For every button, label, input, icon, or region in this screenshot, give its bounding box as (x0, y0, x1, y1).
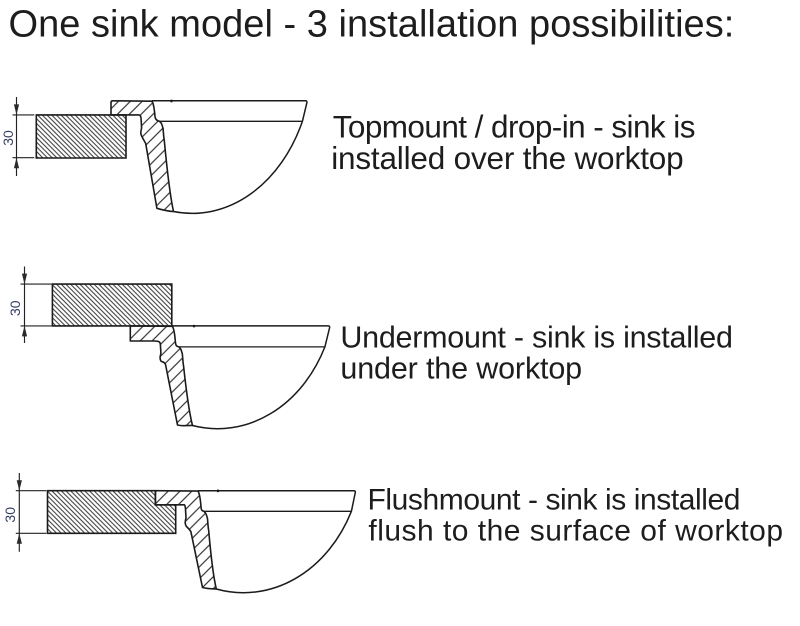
svg-text:30: 30 (0, 130, 16, 146)
svg-text:under the worktop: under the worktop (340, 351, 582, 385)
svg-text:Undermount - sink is installed: Undermount - sink is installed (340, 320, 732, 354)
svg-text:30: 30 (7, 300, 23, 316)
svg-text:installed over the worktop: installed over the worktop (331, 140, 683, 176)
svg-text:One sink model - 3 installatio: One sink model - 3 installation possibil… (9, 4, 735, 46)
svg-text:flush to the surface of workto: flush to the surface of worktop (368, 514, 783, 547)
svg-text:Topmount / drop-in - sink is: Topmount / drop-in - sink is (333, 109, 695, 145)
svg-text:30: 30 (2, 507, 18, 523)
svg-text:Flushmount - sink is installed: Flushmount - sink is installed (368, 484, 741, 517)
